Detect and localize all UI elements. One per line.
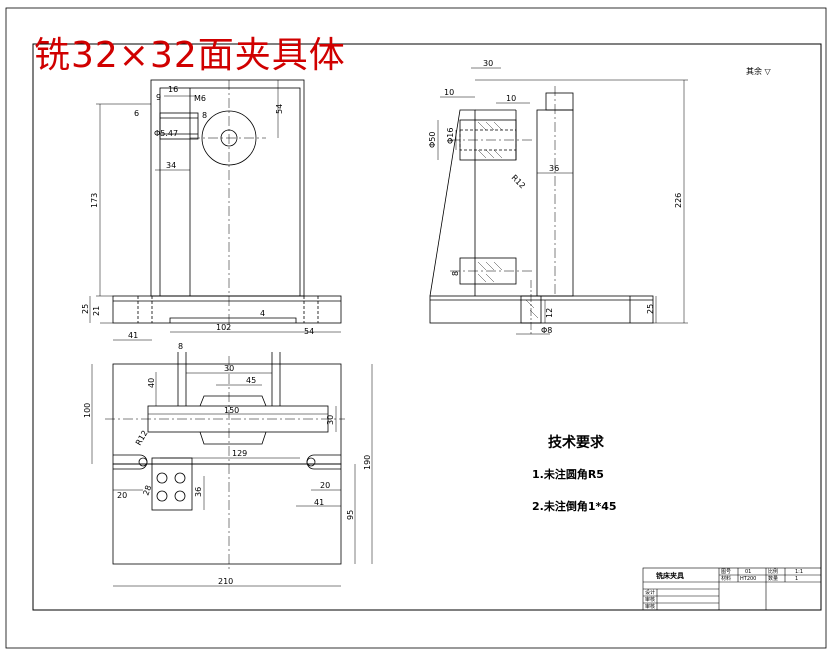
dim-label: 226 [674, 193, 683, 208]
dim-label: 36 [194, 487, 203, 497]
tb-label: 材料 [721, 575, 731, 582]
tb-label: 图号 [721, 569, 731, 575]
tb-value: 1 [795, 576, 798, 582]
dim-label: 30 [483, 59, 493, 68]
dim-label: 28 [141, 484, 153, 497]
dim-label: 45 [246, 376, 256, 385]
dim-label: 16 [168, 85, 178, 94]
front-view-dims: 16 9 M6 6 8 Φ5.47 54 34 173 25 21 41 102… [81, 85, 314, 340]
dim-label: 20 [320, 481, 330, 490]
dim-label: 8 [202, 111, 207, 120]
dim-label: 41 [314, 498, 324, 507]
tb-value: HT200 [740, 576, 756, 582]
tb-label: 审核 [645, 596, 655, 603]
inner-border [32, 43, 822, 611]
dim-label: 30 [326, 415, 335, 425]
dim-label: 30 [224, 364, 234, 373]
dim-label: 25 [646, 304, 655, 314]
tb-label: 审核 [645, 603, 655, 610]
tech-requirement-item: 1.未注圆角R5 [532, 468, 604, 481]
part-name: 铣床夹具 [655, 571, 684, 580]
title-block [642, 567, 822, 611]
dim-label: R12 [134, 429, 150, 447]
dim-label: 10 [506, 94, 516, 103]
outer-border [5, 7, 827, 649]
dim-label: 54 [275, 104, 284, 114]
dim-label: 100 [83, 403, 92, 418]
dim-label: Φ16 [446, 128, 455, 144]
tb-value: 1:1 [795, 569, 803, 575]
dim-label: 190 [363, 455, 372, 470]
dim-label: 150 [224, 406, 239, 415]
tech-requirement-item: 2.未注倒角1*45 [532, 500, 617, 513]
dim-label: 95 [346, 510, 355, 520]
dim-label: 21 [92, 306, 101, 316]
dim-label: R12 [510, 173, 528, 191]
dim-label: 54 [304, 327, 314, 336]
dim-label: 4 [260, 309, 265, 318]
roughness-note: 其余 ▽ [746, 67, 771, 76]
dim-label: Φ50 [428, 132, 437, 148]
tb-label: 比例 [768, 568, 778, 575]
dim-label: Φ8 [541, 326, 552, 335]
dim-label: 8 [451, 271, 460, 276]
dim-label: 41 [128, 331, 138, 340]
dim-label: 8 [178, 342, 183, 351]
drawing-title: 铣32×32面夹具体 [34, 35, 346, 76]
tb-label: 设计 [645, 589, 655, 596]
tb-value: 01 [745, 569, 751, 575]
dim-label: 12 [545, 308, 554, 318]
dim-label: 129 [232, 449, 247, 458]
dim-label: 10 [444, 88, 454, 97]
side-view-dims: 30 10 10 Φ50 Φ16 R12 36 226 8 12 Φ8 25 [428, 59, 683, 335]
dim-label: 34 [166, 161, 176, 170]
dim-label: 102 [216, 323, 231, 332]
top-view [91, 352, 373, 587]
dim-label: Φ5.47 [154, 129, 178, 138]
dim-label: 25 [81, 304, 90, 314]
dim-label: 210 [218, 577, 233, 586]
dim-label: 6 [134, 109, 139, 118]
title-block-text: 铣床夹具 图号 比例 材料 数量 设计 审核 审核 01 1:1 HT200 1 [645, 568, 803, 610]
front-view [89, 79, 342, 341]
dim-label: 36 [549, 164, 559, 173]
tech-requirements-heading: 技术要求 [548, 435, 604, 451]
dim-label: 20 [117, 491, 127, 500]
dim-label: M6 [194, 94, 206, 103]
dim-label: 40 [147, 378, 156, 388]
dim-label: 9 [156, 93, 161, 102]
tb-label: 数量 [768, 575, 778, 582]
side-view [429, 67, 688, 335]
dim-label: 173 [90, 193, 99, 208]
